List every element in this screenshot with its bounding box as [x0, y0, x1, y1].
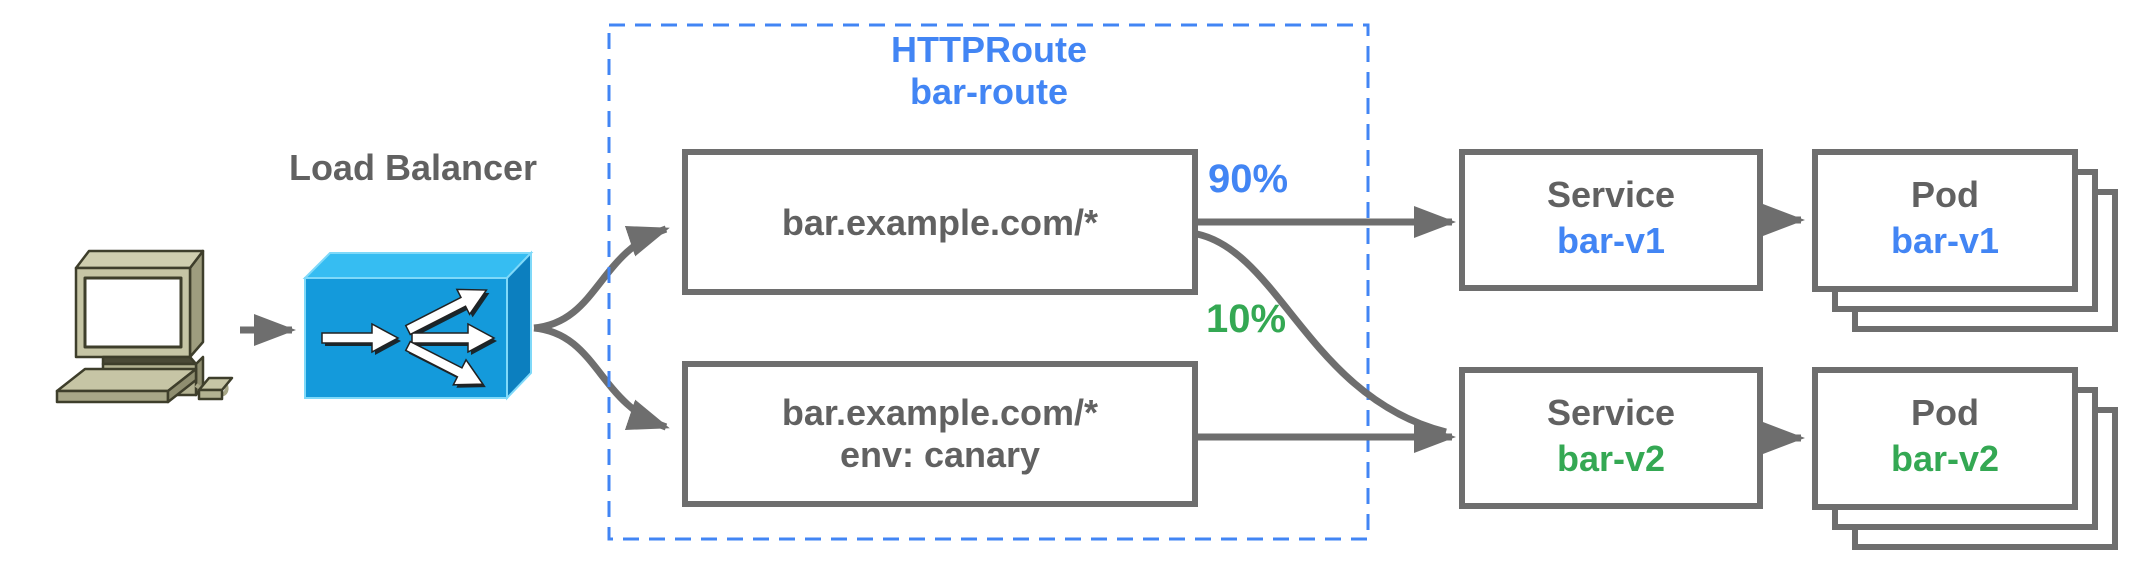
load-balancer-label: Load Balancer [289, 147, 537, 188]
service-bar-v2-name: bar-v2 [1557, 438, 1665, 479]
arrow-lb-to-rule1 [533, 225, 670, 332]
httproute-group-border [607, 23, 1370, 541]
service-bar-v2-kind: Service [1547, 392, 1675, 433]
pod-stack-bar-v1: Pod bar-v1 [1812, 149, 2118, 332]
route-rule-2-match: bar.example.com/* [782, 392, 1098, 433]
weight-label-90: 90% [1208, 157, 1288, 201]
arrow-rule1-to-service2-canary [1196, 230, 1447, 436]
pod-bar-v2-kind: Pod [1911, 392, 1979, 433]
arrow-lb-to-rule2 [533, 324, 670, 431]
pod-bar-v2-box [1812, 367, 2078, 510]
pod-stack-bar-v2: Pod bar-v2 [1812, 367, 2118, 550]
pod-bar-v2-name: bar-v2 [1891, 438, 1999, 479]
httproute-title: HTTPRoute [891, 29, 1087, 70]
route-rule-2-header: env: canary [840, 434, 1040, 475]
pod-bar-v1-kind: Pod [1911, 174, 1979, 215]
httproute-name: bar-route [910, 71, 1068, 112]
service-bar-v1-name: bar-v1 [1557, 220, 1665, 261]
route-rule-1-box [682, 149, 1198, 295]
client-computer-icon [55, 249, 234, 404]
load-balancer-icon [302, 250, 534, 401]
route-rule-1-match: bar.example.com/* [782, 202, 1098, 243]
weight-label-10: 10% [1206, 297, 1286, 341]
split-arrows-icon [321, 288, 497, 388]
service-bar-v1-box [1459, 149, 1763, 291]
pod-bar-v1-box [1812, 149, 2078, 292]
service-bar-v1-kind: Service [1547, 174, 1675, 215]
route-rule-2-box [682, 361, 1198, 507]
pod-bar-v1-name: bar-v1 [1891, 220, 1999, 261]
service-bar-v2-box [1459, 367, 1763, 509]
